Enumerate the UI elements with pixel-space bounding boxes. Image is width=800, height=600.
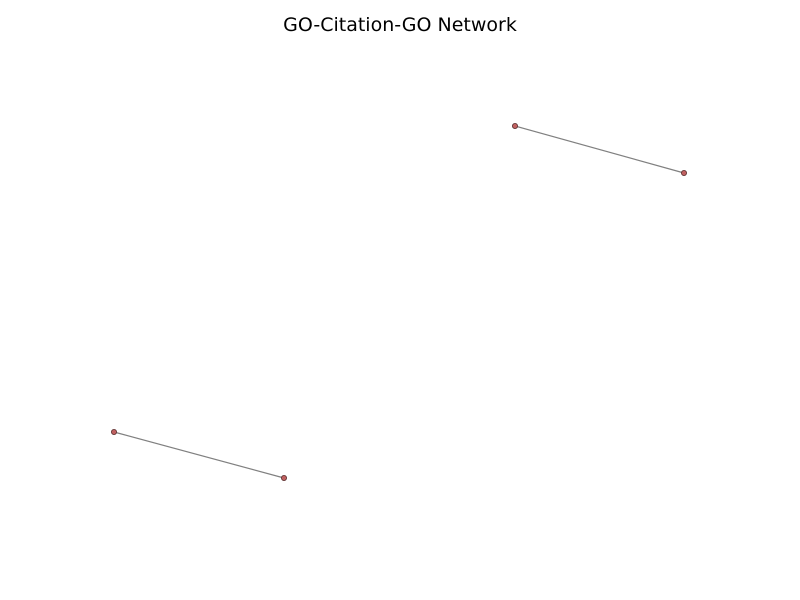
nodes-layer xyxy=(111,123,688,481)
graph-node xyxy=(681,169,688,176)
graph-node xyxy=(280,474,287,481)
chart-title: GO-Citation-GO Network xyxy=(283,14,517,36)
graph-edge xyxy=(514,125,685,174)
graph-node xyxy=(512,123,519,130)
edges-layer xyxy=(113,125,685,479)
graph-edge xyxy=(113,431,285,479)
graph-node xyxy=(111,428,118,435)
